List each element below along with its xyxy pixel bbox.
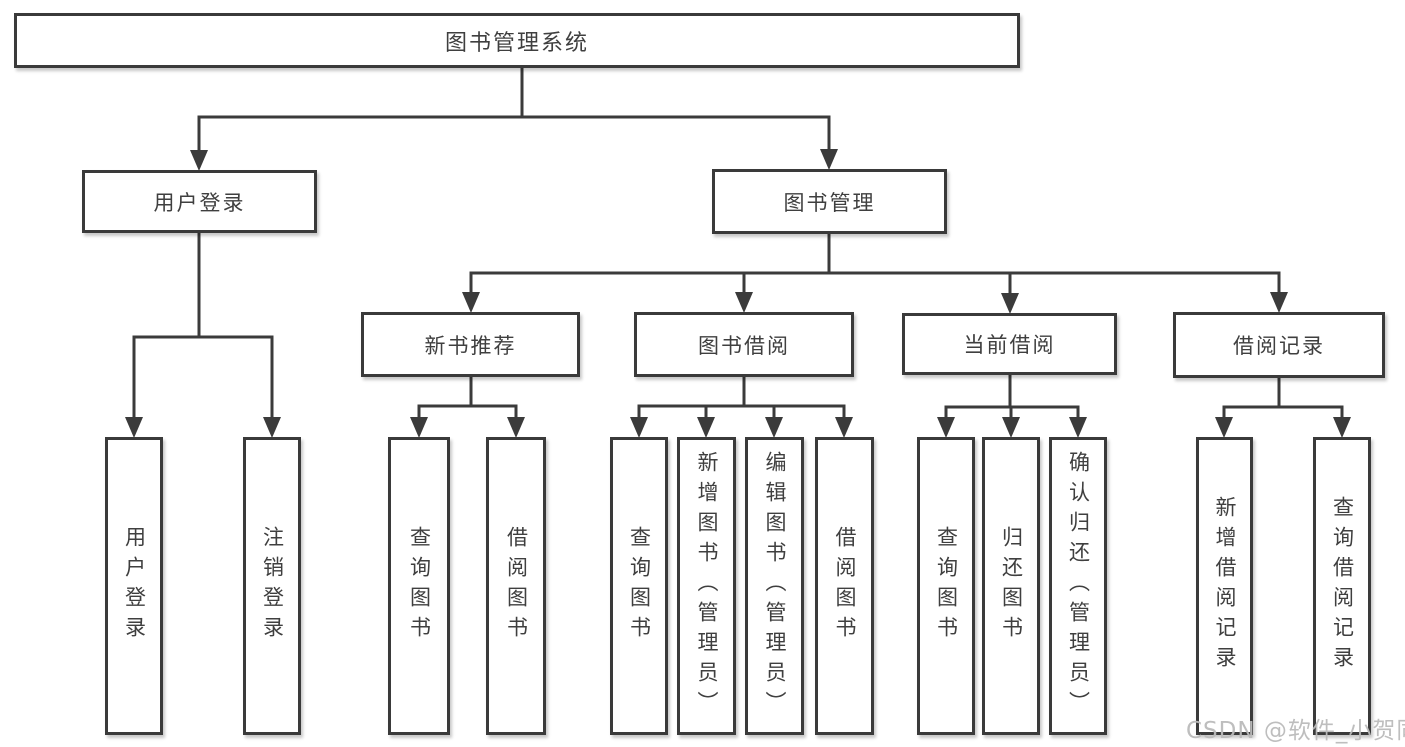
leaf-add-borrow-record-label: 新增借阅记录 xyxy=(1213,496,1238,676)
leaf-confirm-return-admin-label: 确认归还（管理员） xyxy=(1066,451,1091,721)
leaf-logout: 注销登录 xyxy=(243,437,301,735)
leaf-return-books-label: 归还图书 xyxy=(999,526,1024,646)
leaf-borrow-books-borrowing: 借阅图书 xyxy=(815,437,874,735)
leaf-query-borrow-record: 查询借阅记录 xyxy=(1313,437,1371,735)
leaf-return-books: 归还图书 xyxy=(982,437,1040,735)
node-current-borrowing: 当前借阅 xyxy=(902,313,1117,375)
leaf-add-borrow-record: 新增借阅记录 xyxy=(1196,437,1253,735)
leaf-query-books-borrowing: 查询图书 xyxy=(610,437,668,735)
leaf-borrow-books-recommend-label: 借阅图书 xyxy=(504,526,529,646)
leaf-query-borrow-record-label: 查询借阅记录 xyxy=(1330,496,1355,676)
leaf-query-books-recommend-label: 查询图书 xyxy=(407,526,432,646)
node-new-book-recommend: 新书推荐 xyxy=(361,312,580,377)
leaf-user-login-label: 用户登录 xyxy=(122,526,147,646)
csdn-watermark: CSDN @软件_小贺同学 xyxy=(1186,718,1405,744)
leaf-query-books-borrowing-label: 查询图书 xyxy=(627,526,652,646)
leaf-borrow-books-recommend: 借阅图书 xyxy=(486,437,546,735)
node-user-login: 用户登录 xyxy=(82,170,317,233)
leaf-edit-book-admin-label: 编辑图书（管理员） xyxy=(763,451,788,721)
node-library-system: 图书管理系统 xyxy=(14,13,1020,68)
leaf-logout-label: 注销登录 xyxy=(260,526,285,646)
node-book-management: 图书管理 xyxy=(712,169,947,234)
leaf-add-book-admin-label: 新增图书（管理员） xyxy=(695,451,720,721)
leaf-query-books-recommend: 查询图书 xyxy=(388,437,450,735)
leaf-query-books-current-label: 查询图书 xyxy=(934,526,959,646)
leaf-user-login: 用户登录 xyxy=(105,437,163,735)
leaf-query-books-current: 查询图书 xyxy=(917,437,975,735)
leaf-add-book-admin: 新增图书（管理员） xyxy=(677,437,736,735)
node-borrowing-records: 借阅记录 xyxy=(1173,312,1385,378)
leaf-borrow-books-borrowing-label: 借阅图书 xyxy=(833,526,858,646)
leaf-confirm-return-admin: 确认归还（管理员） xyxy=(1049,437,1107,735)
node-book-borrowing: 图书借阅 xyxy=(634,312,854,377)
leaf-edit-book-admin: 编辑图书（管理员） xyxy=(745,437,804,735)
